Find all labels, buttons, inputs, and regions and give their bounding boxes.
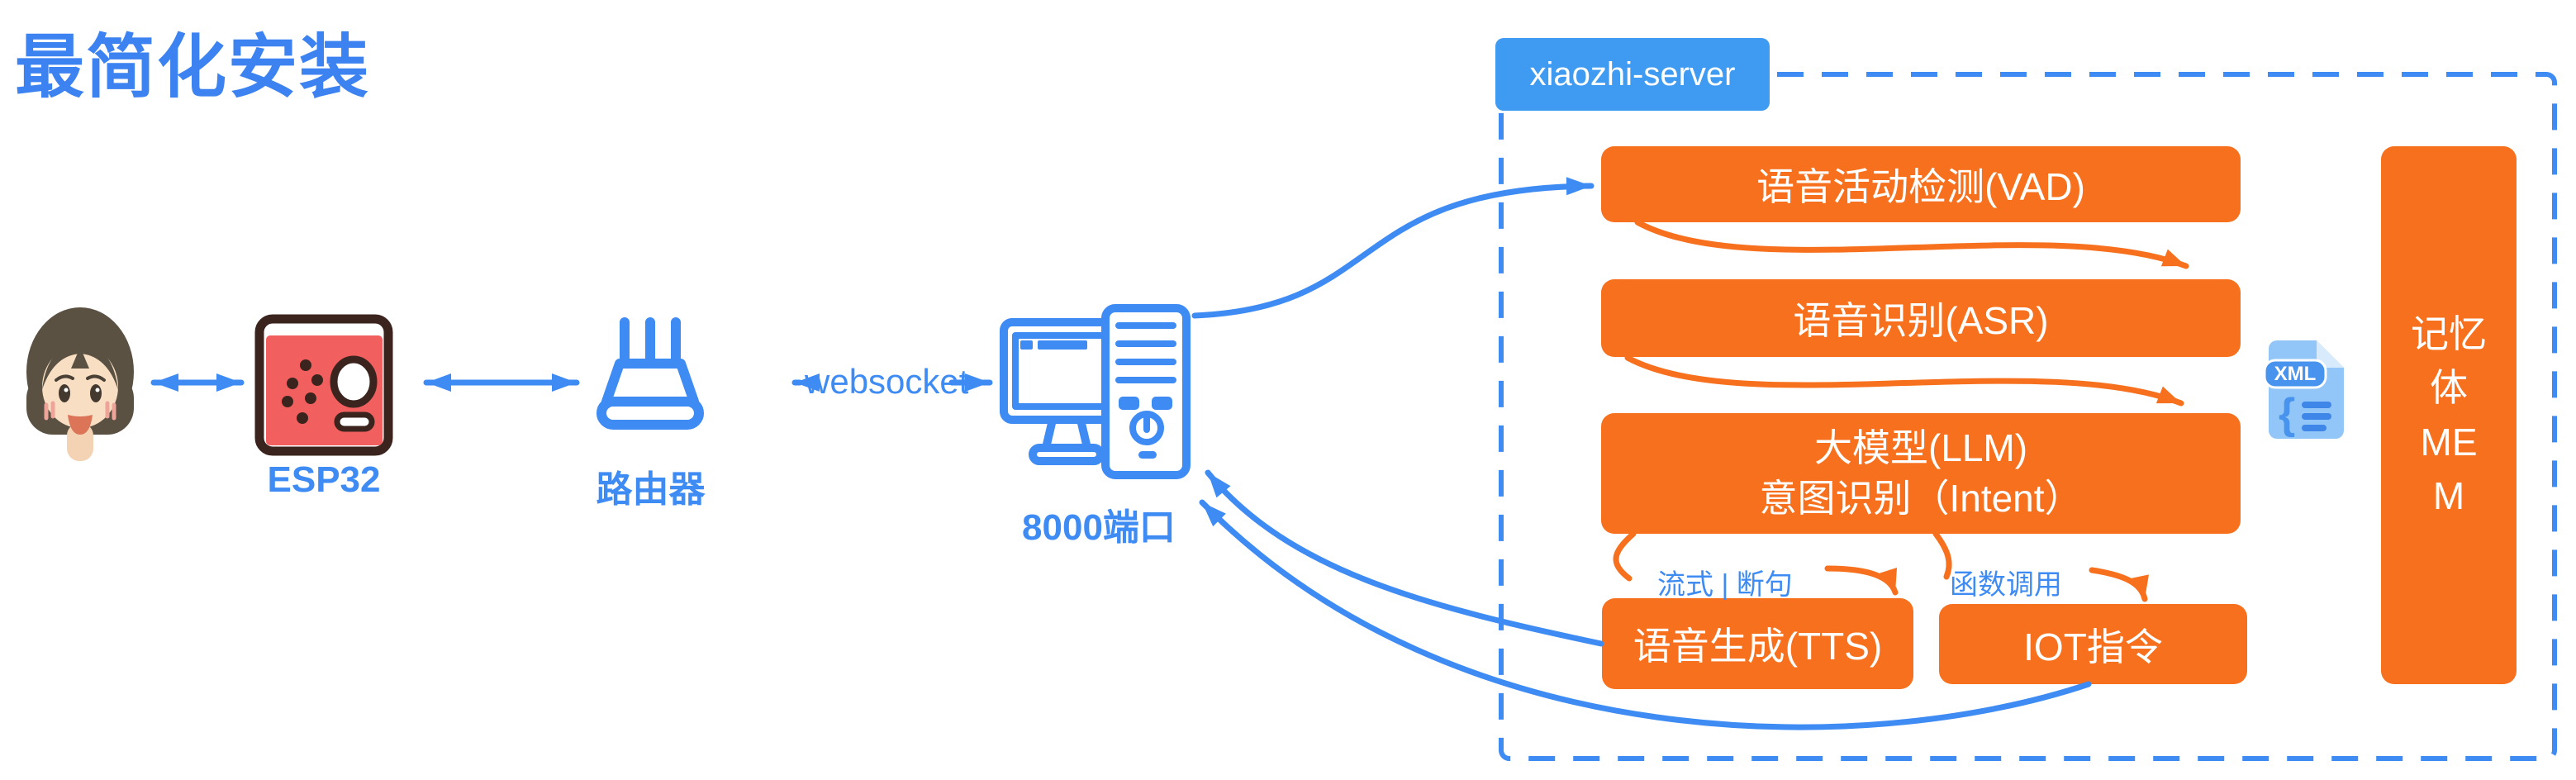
router-icon <box>596 317 704 430</box>
server-pc-icon <box>1000 304 1191 479</box>
xiaozhi-server-tab: xiaozhi-server <box>1495 38 1770 111</box>
router-label: 路由器 <box>596 469 706 510</box>
xml-badge-text: XML <box>2274 363 2317 385</box>
arrow-vad-to-asr <box>1634 219 2189 269</box>
esp32-device-icon <box>254 314 393 456</box>
arrow-pc-to-vad <box>1191 177 1595 319</box>
svg-text:{: { <box>2279 390 2295 438</box>
mem-line-2: 体 <box>2430 366 2468 410</box>
asr-box: 语音识别(ASR) <box>1601 279 2241 357</box>
websocket-link-label: websocket <box>805 362 969 401</box>
vad-box: 语音活动检测(VAD) <box>1601 146 2241 222</box>
esp32-label: ESP32 <box>267 459 381 500</box>
memory-box: 记忆 体 ME M <box>2381 146 2517 684</box>
user-avatar-icon <box>26 307 134 461</box>
arrow-asr-to-llm <box>1624 354 2184 407</box>
mem-line-4: M <box>2432 473 2465 517</box>
edge-label-function-call: 函数调用 <box>1950 569 2062 601</box>
iot-box: IOT指令 <box>1939 604 2247 684</box>
llm-line-1: 大模型(LLM) <box>1813 426 2028 470</box>
arrow-llm-to-iot-hook <box>1932 530 1952 580</box>
arrow-tts-to-pc <box>1205 469 1604 647</box>
arrow-function-to-iot <box>2089 567 2149 602</box>
tts-box: 语音生成(TTS) <box>1602 598 1913 689</box>
llm-box: 大模型(LLM) 意图识别（Intent） <box>1601 413 2241 534</box>
page-title: 最简化安装 <box>15 28 371 106</box>
edge-label-stream: 流式 | 断句 <box>1657 569 1793 601</box>
arrow-llm-to-tts-hook <box>1613 530 1637 582</box>
arrow-stream-to-tts <box>1824 565 1899 596</box>
pc-port-label: 8000端口 <box>1022 507 1176 548</box>
llm-line-2: 意图识别（Intent） <box>1759 477 2083 520</box>
mem-line-1: 记忆 <box>2411 312 2487 355</box>
xml-file-icon: XML { <box>2264 340 2344 439</box>
mem-line-3: ME <box>2420 420 2478 464</box>
